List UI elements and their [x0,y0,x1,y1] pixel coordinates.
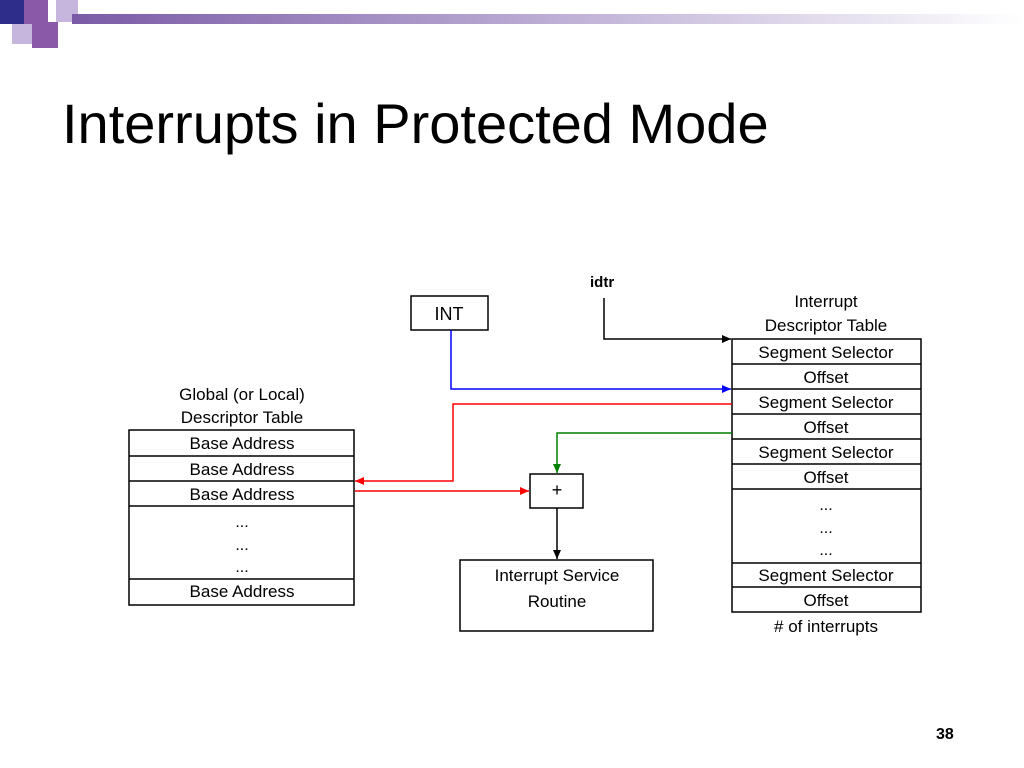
idt-footer: # of interrupts [774,617,878,636]
gdt-frame [128,429,355,606]
int-index-arrow [450,330,731,393]
int-box [410,295,489,331]
page-title: Interrupts in Protected Mode [62,92,769,155]
gdt-row: ... [235,537,248,554]
gdt-row: Base Address [190,582,295,601]
adder-label: + [552,480,563,500]
title-rule [72,14,1024,24]
isr-line1: Interrupt Service [495,566,620,585]
idt-row: Segment Selector [758,343,893,362]
idt-row: Offset [803,368,848,387]
idt-row: Segment Selector [758,393,893,412]
idt-row: ... [819,520,832,537]
gdt-row: Base Address [190,485,295,504]
gdt-row: ... [235,559,248,576]
gdt-table: Base Address Base Address Base Address .… [128,429,355,606]
gdt-row: Base Address [190,434,295,453]
idt-row: Segment Selector [758,443,893,462]
offset-to-adder-arrow [553,432,732,473]
idtr-label: idtr [590,274,614,291]
page-number: 38 [936,726,954,743]
idt-row: Offset [803,418,848,437]
gdt-row: ... [235,514,248,531]
int-label: INT [435,304,464,324]
gdt-title-line1: Global (or Local) [179,385,305,404]
idt-row: Offset [803,468,848,487]
corner-decoration [0,0,78,48]
isr-box [459,559,654,632]
idt-table: Segment Selector Offset Segment Selector… [731,338,922,613]
idt-row: Segment Selector [758,566,893,585]
selector-to-gdt-arrow [355,403,732,485]
isr-line2: Routine [528,592,587,611]
idt-title-line2: Descriptor Table [765,316,888,335]
idt-title-line1: Interrupt [794,292,858,311]
gdt-title-line2: Descriptor Table [181,408,304,427]
gdt-row: Base Address [190,460,295,479]
idt-row: Offset [803,591,848,610]
idt-row: ... [819,497,832,514]
idt-row: ... [819,542,832,559]
idt-frame [731,338,922,613]
idtr-arrow [603,298,731,343]
